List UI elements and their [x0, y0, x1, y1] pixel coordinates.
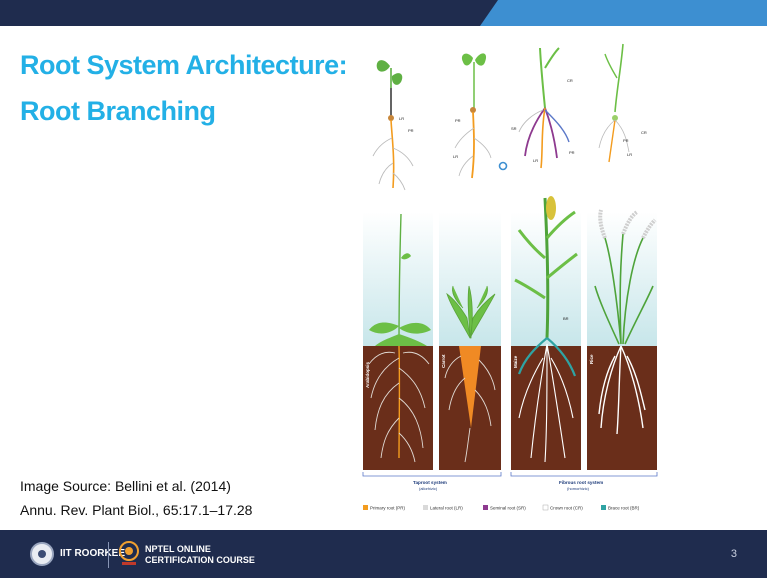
- panel-arabidopsis: [363, 212, 433, 470]
- brace-label-fibrous: Fibrous root system: [559, 480, 603, 485]
- legend-swatch-lateral: [423, 505, 428, 510]
- seedling-rice: [598, 43, 630, 163]
- nptel-logo-icon: [119, 541, 139, 565]
- panel-rice: [587, 209, 657, 470]
- course-line-2: CERTIFICATION COURSE: [145, 555, 255, 565]
- page-number: 3: [730, 548, 737, 560]
- top-decorative-bar: [0, 0, 767, 26]
- label-pr-3: PR: [569, 150, 575, 155]
- legend-label-primary: Primary root (PR): [370, 506, 406, 511]
- plant-name-rice: Rice: [589, 354, 594, 364]
- brace-label-taproot: Taproot system: [413, 480, 447, 485]
- root-architecture-figure: LR PR PR LR CR SR LR PR CR PR LR: [362, 43, 658, 511]
- footer-divider: [108, 542, 109, 568]
- legend-label-crown: Crown root (CR): [550, 506, 583, 511]
- label-sr: SR: [511, 126, 517, 131]
- plant-name-arabidopsis: Arabidopsis: [365, 361, 370, 388]
- legend-swatch-primary: [363, 505, 368, 510]
- footer-bar: IIT ROORKEE NPTEL ONLINE CERTIFICATION C…: [0, 530, 767, 578]
- panel-carrot: [439, 212, 501, 470]
- image-citation: Image Source: Bellini et al. (2014) Annu…: [20, 474, 252, 522]
- label-lr-4: LR: [627, 152, 632, 157]
- label-lr-3: LR: [533, 158, 538, 163]
- course-name: NPTEL ONLINE CERTIFICATION COURSE: [145, 544, 255, 566]
- citation-line-2: Annu. Rev. Plant Biol., 65:17.1–17.28: [20, 502, 253, 518]
- legend-label-seminal: Seminal root (SR): [490, 506, 526, 511]
- slide-title: Root System Architecture: Root Branching: [20, 42, 348, 134]
- slide-title-line-1: Root System Architecture:: [20, 50, 348, 80]
- label-pr-1: PR: [408, 128, 414, 133]
- legend-swatch-brace: [601, 505, 606, 510]
- plant-name-maize: Maize: [513, 355, 518, 368]
- institute-name: IIT ROORKEE: [60, 548, 126, 559]
- legend-label-brace: Brace root (BR): [608, 506, 640, 511]
- seedling-maize: [518, 47, 570, 169]
- seedling-arabidopsis: [372, 60, 414, 191]
- label-pr-4: PR: [623, 138, 629, 143]
- label-cr-2: CR: [641, 130, 647, 135]
- seedling-carrot: [454, 53, 492, 179]
- course-line-1: NPTEL ONLINE: [145, 544, 211, 554]
- figure-legend: Primary root (PR) Lateral root (LR) Semi…: [363, 504, 640, 511]
- iit-roorkee-logo-icon: [30, 542, 54, 566]
- label-br: BR: [563, 316, 569, 321]
- label-pr-2: PR: [455, 118, 461, 123]
- brace-fibrous: Fibrous root system (homorhizic): [510, 472, 658, 491]
- plant-name-carrot: Carrot: [441, 354, 446, 368]
- slide-title-line-2: Root Branching: [20, 96, 216, 126]
- brace-sub-fibrous: (homorhizic): [567, 486, 590, 491]
- panel-maize: [511, 196, 581, 470]
- brace-taproot: Taproot system (allorhizic): [362, 472, 502, 491]
- legend-label-lateral: Lateral root (LR): [430, 506, 463, 511]
- brace-sub-taproot: (allorhizic): [419, 486, 438, 491]
- label-lr-2: LR: [453, 154, 458, 159]
- label-cr-1: CR: [567, 78, 573, 83]
- citation-line-1: Image Source: Bellini et al. (2014): [20, 478, 231, 494]
- legend-swatch-seminal: [483, 505, 488, 510]
- label-lr-1: LR: [399, 116, 404, 121]
- legend-swatch-crown: [542, 504, 549, 511]
